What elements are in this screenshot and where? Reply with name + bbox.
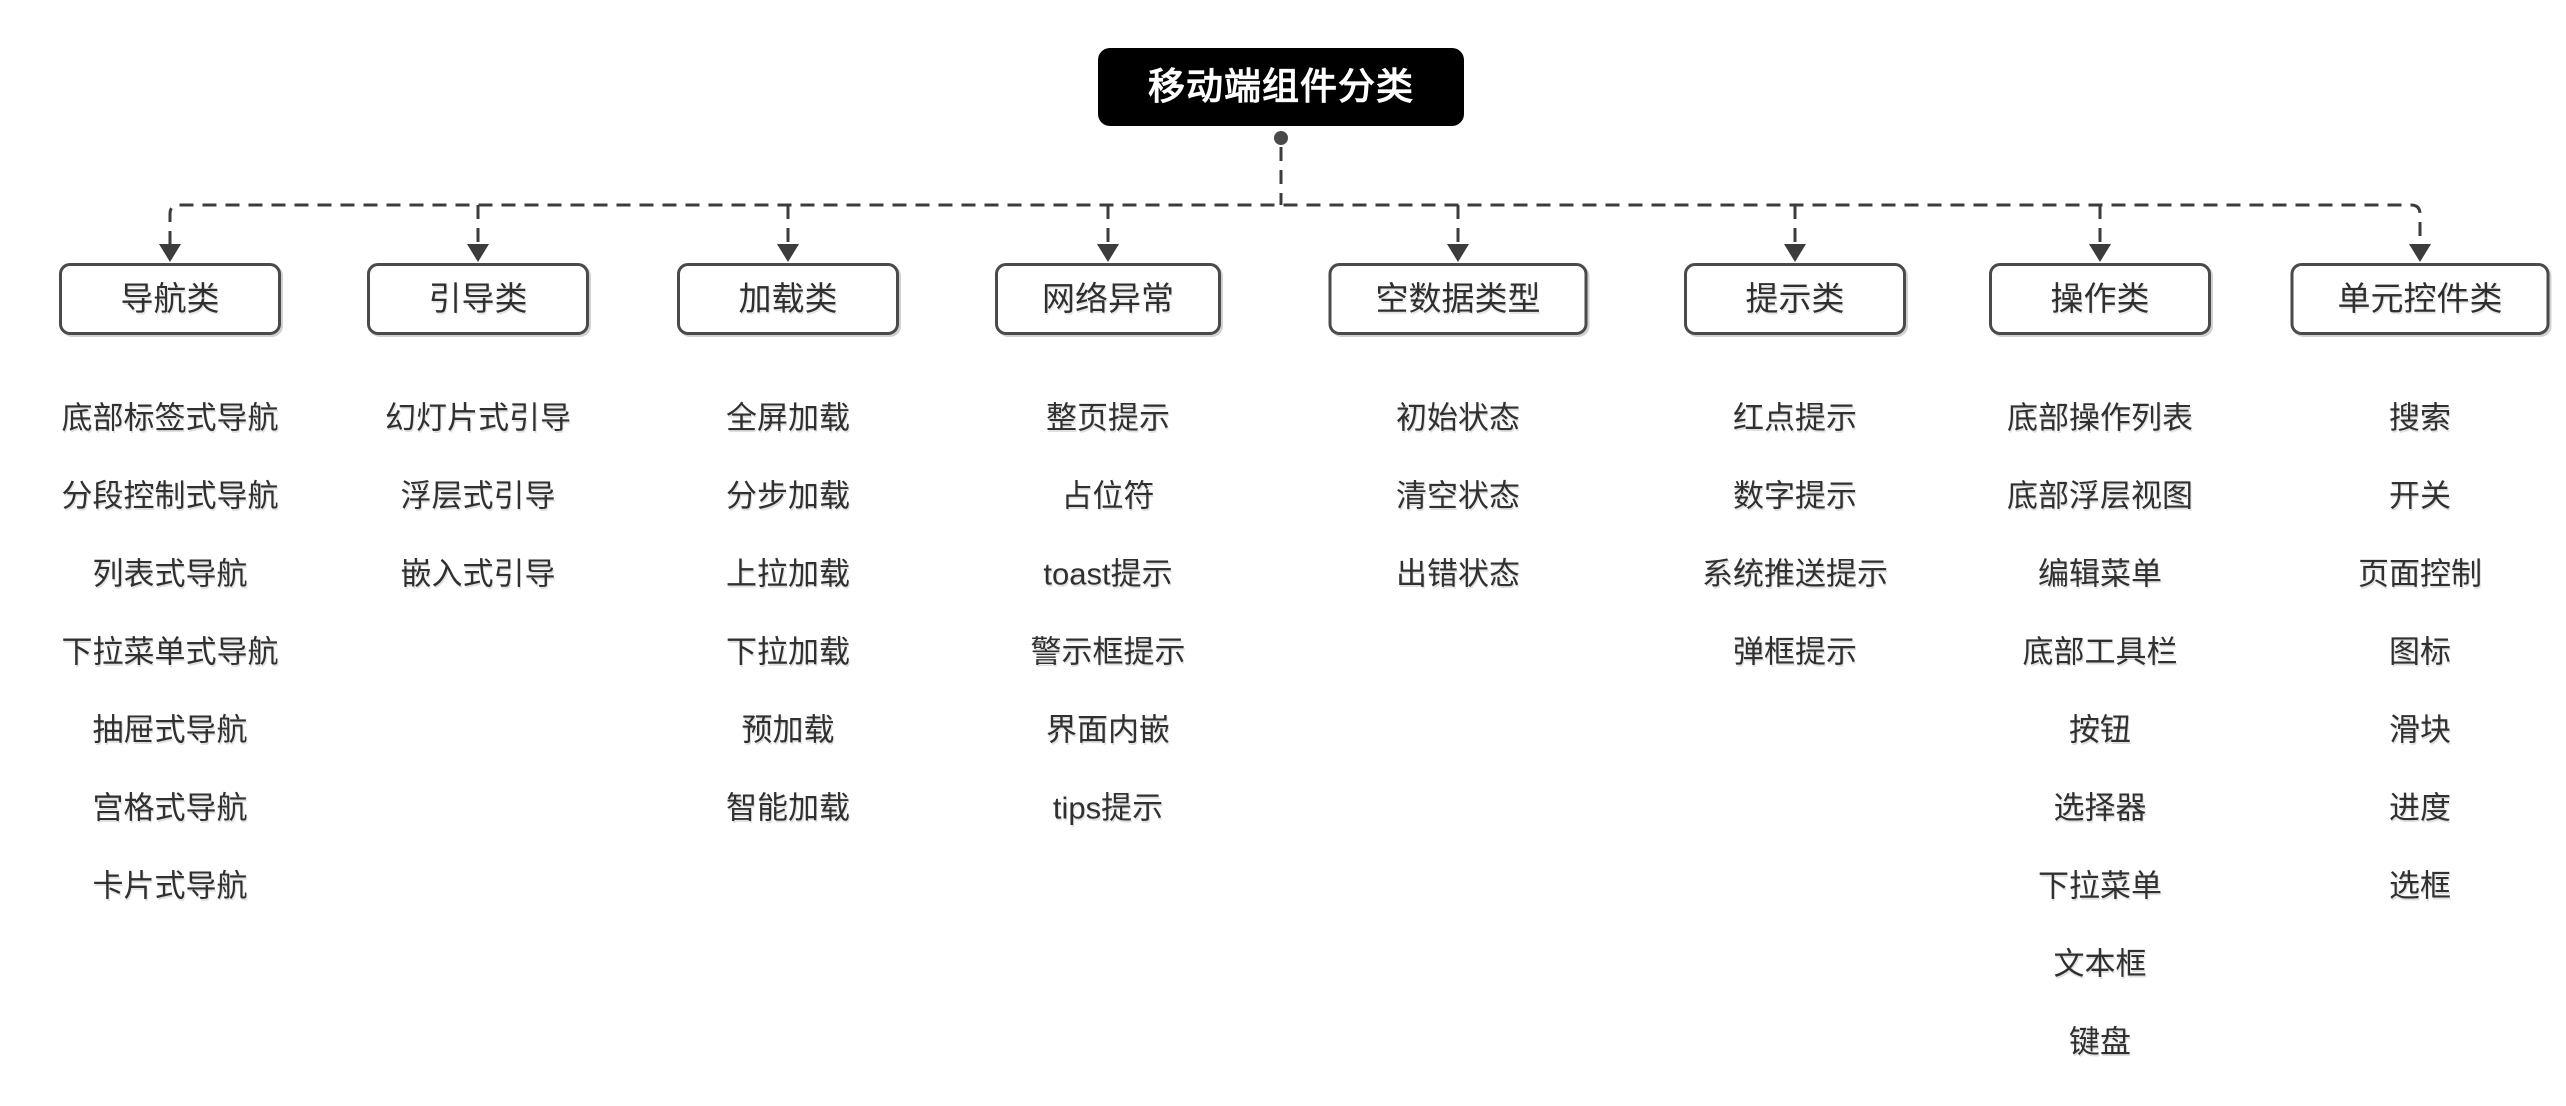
child-node-navigation-1[interactable]: 底部标签式导航: [61, 400, 279, 436]
child-node-navigation-3[interactable]: 列表式导航: [92, 556, 248, 592]
child-node-navigation-7[interactable]: 卡片式导航: [92, 868, 248, 904]
arrowhead-icon: [777, 244, 799, 262]
child-node-guidance-1[interactable]: 幻灯片式引导: [385, 400, 571, 436]
category-node-tips[interactable]: 提示类: [1684, 263, 1906, 335]
child-node-actions-7[interactable]: 下拉菜单: [2038, 868, 2162, 904]
child-node-actions-5[interactable]: 按钮: [2069, 712, 2131, 748]
root-connector-dot: [1274, 131, 1288, 145]
category-node-navigation[interactable]: 导航类: [59, 263, 281, 335]
child-node-actions-6[interactable]: 选择器: [2053, 790, 2147, 826]
category-node-actions[interactable]: 操作类: [1989, 263, 2211, 335]
category-node-network-error[interactable]: 网络异常: [995, 263, 1221, 335]
child-node-unit-controls-5[interactable]: 滑块: [2389, 712, 2451, 748]
child-node-actions-1[interactable]: 底部操作列表: [2007, 400, 2193, 436]
child-node-actions-8[interactable]: 文本框: [2053, 946, 2147, 982]
child-node-empty-data-1[interactable]: 初始状态: [1396, 400, 1520, 436]
root-node-title[interactable]: 移动端组件分类: [1098, 48, 1464, 126]
child-node-empty-data-3[interactable]: 出错状态: [1396, 556, 1520, 592]
child-node-network-error-2[interactable]: 占位符: [1061, 478, 1155, 514]
child-node-guidance-2[interactable]: 浮层式引导: [400, 478, 556, 514]
child-node-loading-4[interactable]: 下拉加载: [726, 634, 850, 670]
child-node-navigation-5[interactable]: 抽屉式导航: [92, 712, 248, 748]
child-node-unit-controls-6[interactable]: 进度: [2389, 790, 2451, 826]
child-node-unit-controls-3[interactable]: 页面控制: [2358, 556, 2482, 592]
arrowhead-icon: [1784, 244, 1806, 262]
arrowhead-icon: [159, 244, 181, 262]
arrowhead-icon: [467, 244, 489, 262]
child-node-tips-1[interactable]: 红点提示: [1733, 400, 1857, 436]
child-node-unit-controls-7[interactable]: 选框: [2389, 868, 2451, 904]
arrowhead-icon: [2089, 244, 2111, 262]
child-node-tips-3[interactable]: 系统推送提示: [1702, 556, 1888, 592]
child-node-loading-5[interactable]: 预加载: [741, 712, 835, 748]
child-node-unit-controls-2[interactable]: 开关: [2389, 478, 2451, 514]
category-node-loading[interactable]: 加载类: [677, 263, 899, 335]
child-node-navigation-6[interactable]: 宫格式导航: [92, 790, 248, 826]
child-node-navigation-4[interactable]: 下拉菜单式导航: [61, 634, 279, 670]
bus-line: [168, 203, 2422, 245]
child-node-network-error-6[interactable]: tips提示: [1052, 790, 1164, 826]
child-node-tips-4[interactable]: 弹框提示: [1733, 634, 1857, 670]
category-node-empty-data[interactable]: 空数据类型: [1328, 263, 1588, 335]
child-node-unit-controls-4[interactable]: 图标: [2389, 634, 2451, 670]
category-node-guidance[interactable]: 引导类: [367, 263, 589, 335]
child-node-network-error-5[interactable]: 界面内嵌: [1046, 712, 1170, 748]
child-node-network-error-3[interactable]: toast提示: [1043, 556, 1173, 592]
category-node-unit-controls[interactable]: 单元控件类: [2290, 263, 2550, 335]
child-node-network-error-4[interactable]: 警示框提示: [1030, 634, 1186, 670]
child-node-unit-controls-1[interactable]: 搜索: [2389, 400, 2451, 436]
child-node-actions-2[interactable]: 底部浮层视图: [2007, 478, 2193, 514]
child-node-actions-4[interactable]: 底部工具栏: [2022, 634, 2178, 670]
child-node-navigation-2[interactable]: 分段控制式导航: [61, 478, 279, 514]
child-node-network-error-1[interactable]: 整页提示: [1046, 400, 1170, 436]
child-node-empty-data-2[interactable]: 清空状态: [1396, 478, 1520, 514]
child-node-actions-9[interactable]: 键盘: [2069, 1024, 2131, 1060]
child-node-loading-6[interactable]: 智能加载: [726, 790, 850, 826]
child-node-tips-2[interactable]: 数字提示: [1733, 478, 1857, 514]
child-node-loading-1[interactable]: 全屏加载: [726, 400, 850, 436]
child-node-loading-2[interactable]: 分步加载: [726, 478, 850, 514]
child-node-loading-3[interactable]: 上拉加载: [726, 556, 850, 592]
arrowhead-icon: [2409, 244, 2431, 262]
arrowhead-icon: [1097, 244, 1119, 262]
child-node-actions-3[interactable]: 编辑菜单: [2038, 556, 2162, 592]
child-node-guidance-3[interactable]: 嵌入式引导: [400, 556, 556, 592]
arrowhead-icon: [1447, 244, 1469, 262]
